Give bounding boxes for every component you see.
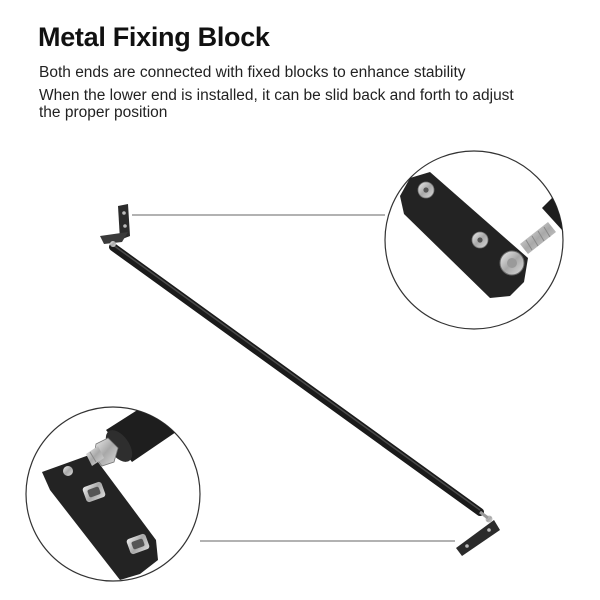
bottom-detail-callout [25, 406, 201, 582]
page-title: Metal Fixing Block [38, 22, 270, 52]
top-detail-callout [384, 150, 564, 330]
support-rod [109, 243, 484, 516]
description-line-1: Both ends are connected with fixed block… [39, 64, 466, 81]
description-line-2: When the lower end is installed, it can … [39, 87, 514, 121]
bottom-small-bracket [456, 510, 500, 556]
top-small-bracket [100, 204, 130, 247]
